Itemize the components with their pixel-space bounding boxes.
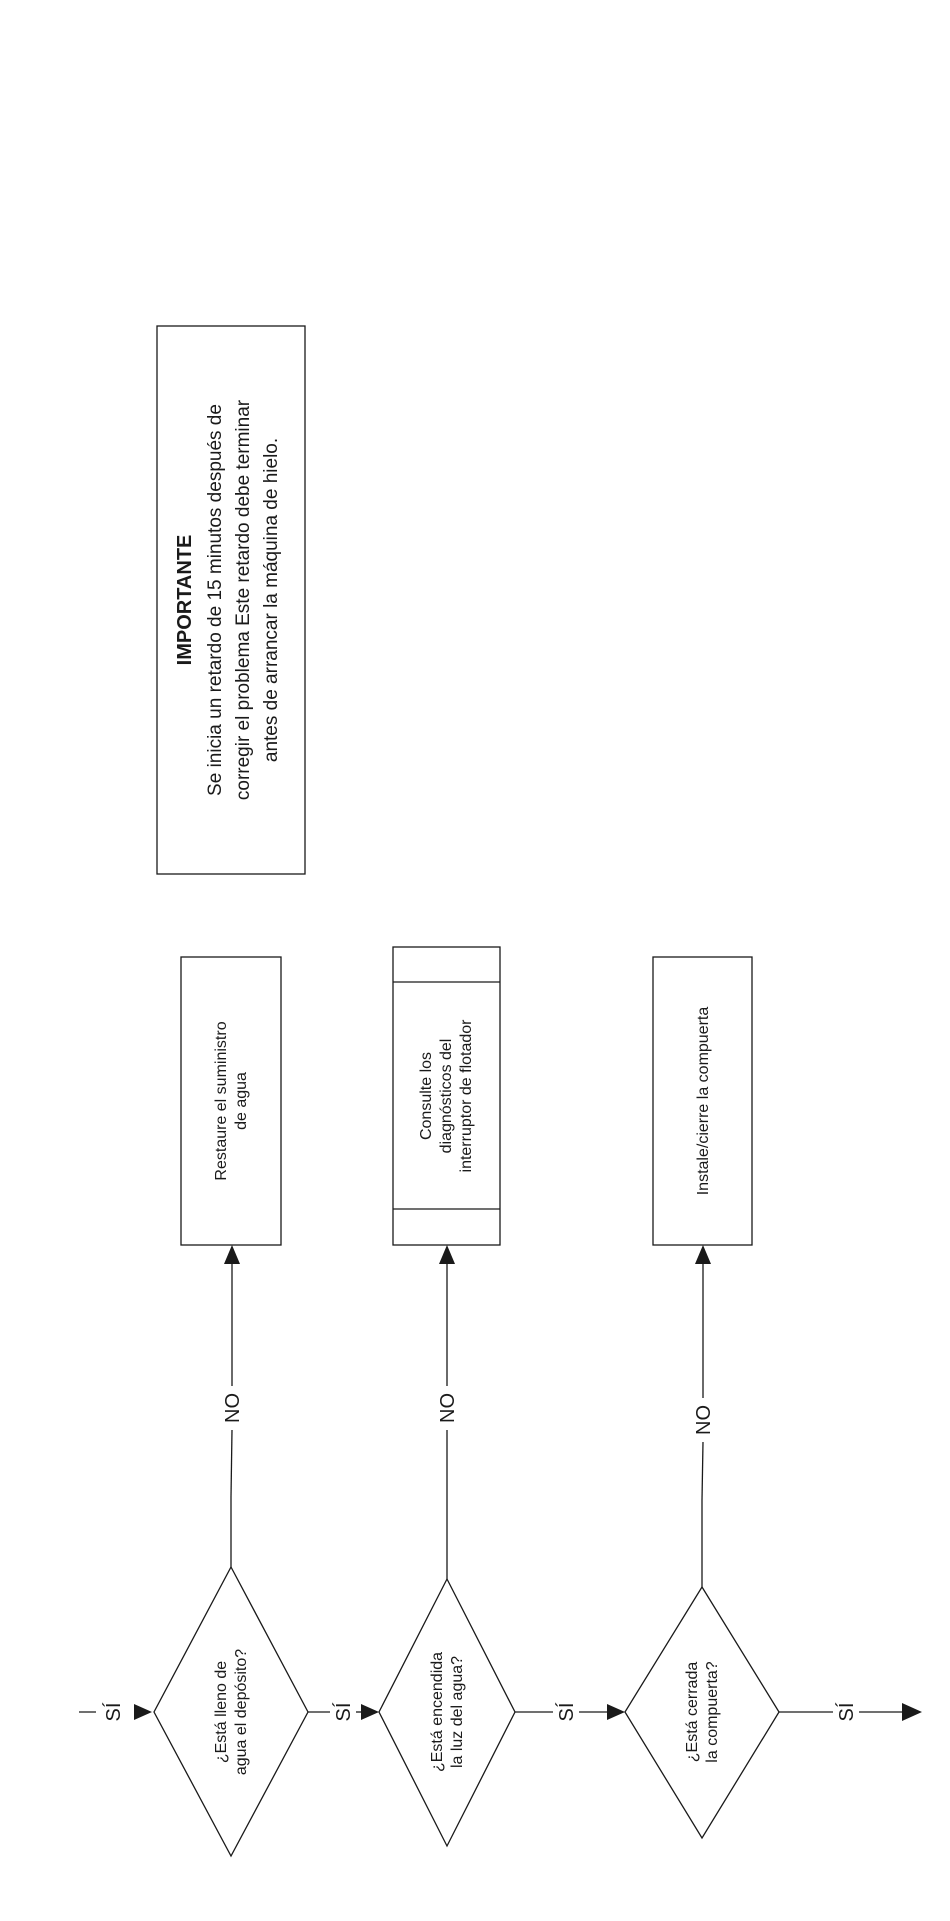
- action-box: [180, 956, 282, 1246]
- action-text-line: Consulte los: [418, 1052, 435, 1140]
- action-1: Restaure el suministro de agua: [180, 956, 282, 1246]
- decision-text-line: ¿Está cerrada: [684, 1662, 701, 1763]
- decision-text-line: agua el depósito?: [233, 1649, 250, 1775]
- action-text-line: interruptor de flotador: [458, 1019, 475, 1173]
- decision-diamond: [378, 1577, 516, 1848]
- arrow-head: [361, 1704, 379, 1720]
- arrow-head: [224, 1245, 240, 1264]
- decision-text-line: ¿Está encendida: [429, 1652, 446, 1772]
- important-note: IMPORTANTE Se inicia un retardo de 15 mi…: [156, 325, 306, 875]
- important-line-3: antes de arrancar la máquina de hielo.: [261, 438, 282, 762]
- yes-label-2: SÍ: [555, 1702, 578, 1721]
- no-branch-line: [701, 1441, 704, 1501]
- arrow-head: [695, 1245, 711, 1264]
- important-line-2: corregir el problema Este retardo debe t…: [233, 399, 254, 800]
- decision-text-line: la compuerta?: [704, 1661, 721, 1762]
- no-label-1: NO: [222, 1393, 244, 1423]
- decision-2: ¿Está encendida la luz del agua?: [378, 1577, 516, 1848]
- exit-arrow-head: [902, 1703, 922, 1721]
- important-note-border: [156, 325, 306, 875]
- important-title: IMPORTANTE: [174, 535, 196, 666]
- yes-label-1: SÍ: [332, 1702, 355, 1721]
- action-text-line: de agua: [233, 1072, 250, 1130]
- decision-text-line: ¿Está lleno de: [213, 1661, 230, 1763]
- arrow-head: [134, 1704, 152, 1720]
- decision-diamond: [153, 1565, 309, 1858]
- action-text-line: Restaure el suministro: [213, 1021, 230, 1180]
- no-branch-line: [230, 1429, 233, 1498]
- action-box: [652, 956, 753, 1246]
- no-label-3: NO: [693, 1405, 715, 1435]
- action-box: [392, 946, 501, 1246]
- action-2: Consulte los diagnósticos del interrupto…: [392, 946, 501, 1246]
- decision-3: ¿Está cerrada la compuerta?: [624, 1585, 780, 1840]
- yes-label-exit: SÍ: [835, 1702, 858, 1721]
- decision-diamond: [624, 1585, 780, 1840]
- decision-1: ¿Está lleno de agua el depósito?: [153, 1565, 309, 1858]
- action-text-line: Instale/cierre la compuerta: [695, 1007, 712, 1196]
- yes-label-entry: SÍ: [102, 1702, 125, 1721]
- important-line-1: Se inicia un retardo de 15 minutos despu…: [205, 404, 226, 796]
- arrow-head: [439, 1245, 455, 1264]
- action-text-line: diagnósticos del: [438, 1039, 455, 1154]
- arrow-head: [607, 1704, 625, 1720]
- action-3: Instale/cierre la compuerta: [652, 956, 753, 1246]
- no-label-2: NO: [437, 1393, 459, 1423]
- decision-text-line: la luz del agua?: [449, 1656, 466, 1768]
